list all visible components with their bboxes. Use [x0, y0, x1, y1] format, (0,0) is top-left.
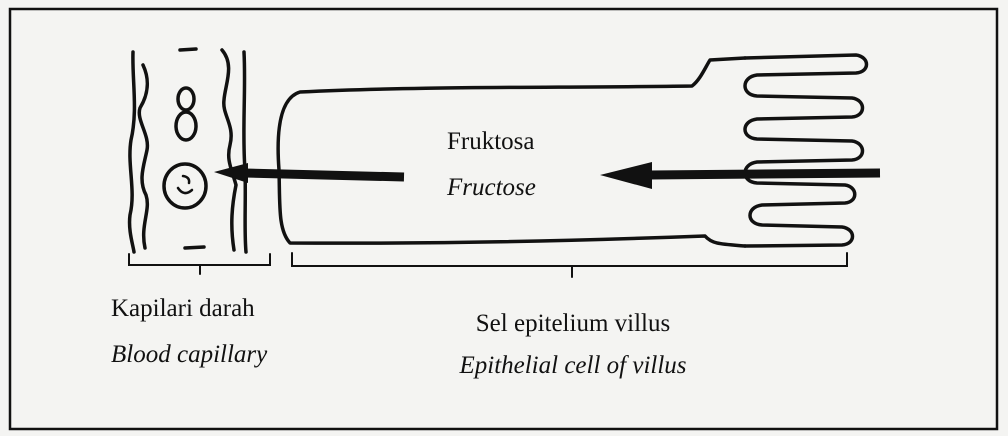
- capillary-dash-bottom: [185, 247, 204, 248]
- arrow-into-cell: [650, 173, 880, 175]
- capillary-dash-top: [180, 49, 196, 50]
- epithelial-cell: [278, 55, 866, 246]
- brackets: [129, 253, 847, 277]
- arrow-into-capillary: [245, 173, 404, 177]
- microvilli-brush-border: [745, 55, 867, 246]
- fructose-label-malay: Fruktosa: [447, 129, 535, 154]
- blood-capillary: [130, 49, 246, 252]
- capillary-inner-wall-right: [244, 52, 246, 252]
- capillary-bracket: [129, 254, 270, 274]
- red-blood-cell-figure-eight: [176, 88, 196, 140]
- epithelial-bracket: [292, 253, 847, 277]
- capillary-label-english: Blood capillary: [111, 342, 267, 367]
- capillary-inner-wall-left: [139, 65, 147, 248]
- capillary-wall-right: [222, 50, 236, 250]
- capillary-label-malay: Kapilari darah: [111, 296, 255, 321]
- white-blood-cell: [164, 164, 206, 208]
- epithelial-label-english: Epithelial cell of villus: [459, 353, 686, 378]
- capillary-wall-left: [130, 52, 135, 252]
- arrow-into-cell-head: [600, 162, 652, 189]
- epithelial-label-malay: Sel epitelium villus: [476, 311, 670, 336]
- fructose-label-english: Fructose: [447, 175, 536, 200]
